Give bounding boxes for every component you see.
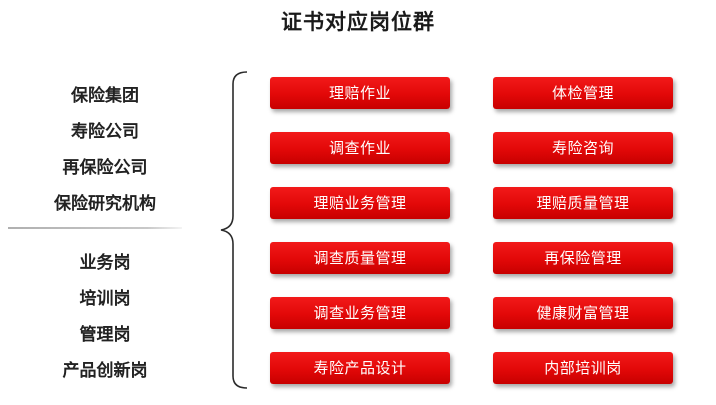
role-item: 培训岗 — [79, 289, 131, 309]
role-item: 业务岗 — [79, 253, 131, 273]
role-item: 管理岗 — [79, 325, 131, 345]
job-box: 理赔作业 — [270, 77, 450, 109]
job-box: 调查业务管理 — [270, 297, 450, 329]
job-box: 理赔质量管理 — [493, 187, 673, 219]
organization-item: 保险集团 — [71, 86, 139, 106]
job-box: 内部培训岗 — [493, 352, 673, 384]
job-box: 再保险管理 — [493, 242, 673, 274]
role-list: 业务岗 培训岗 管理岗 产品创新岗 — [20, 245, 190, 389]
job-box: 寿险咨询 — [493, 132, 673, 164]
job-box: 体检管理 — [493, 77, 673, 109]
job-box: 寿险产品设计 — [270, 352, 450, 384]
section-divider — [8, 227, 182, 229]
brace-path — [220, 71, 248, 389]
job-box: 健康财富管理 — [493, 297, 673, 329]
job-box: 调查作业 — [270, 132, 450, 164]
curly-brace — [220, 71, 248, 389]
organization-item: 再保险公司 — [62, 158, 148, 178]
job-box: 调查质量管理 — [270, 242, 450, 274]
role-item: 产品创新岗 — [62, 361, 148, 381]
job-box: 理赔业务管理 — [270, 187, 450, 219]
organization-item: 寿险公司 — [71, 122, 139, 142]
organization-item: 保险研究机构 — [54, 194, 156, 214]
diagram-title: 证书对应岗位群 — [281, 10, 435, 34]
organization-list: 保险集团 寿险公司 再保险公司 保险研究机构 — [20, 78, 190, 222]
job-grid: 理赔作业 体检管理 调查作业 寿险咨询 理赔业务管理 理赔质量管理 调查质量管理… — [270, 77, 674, 384]
